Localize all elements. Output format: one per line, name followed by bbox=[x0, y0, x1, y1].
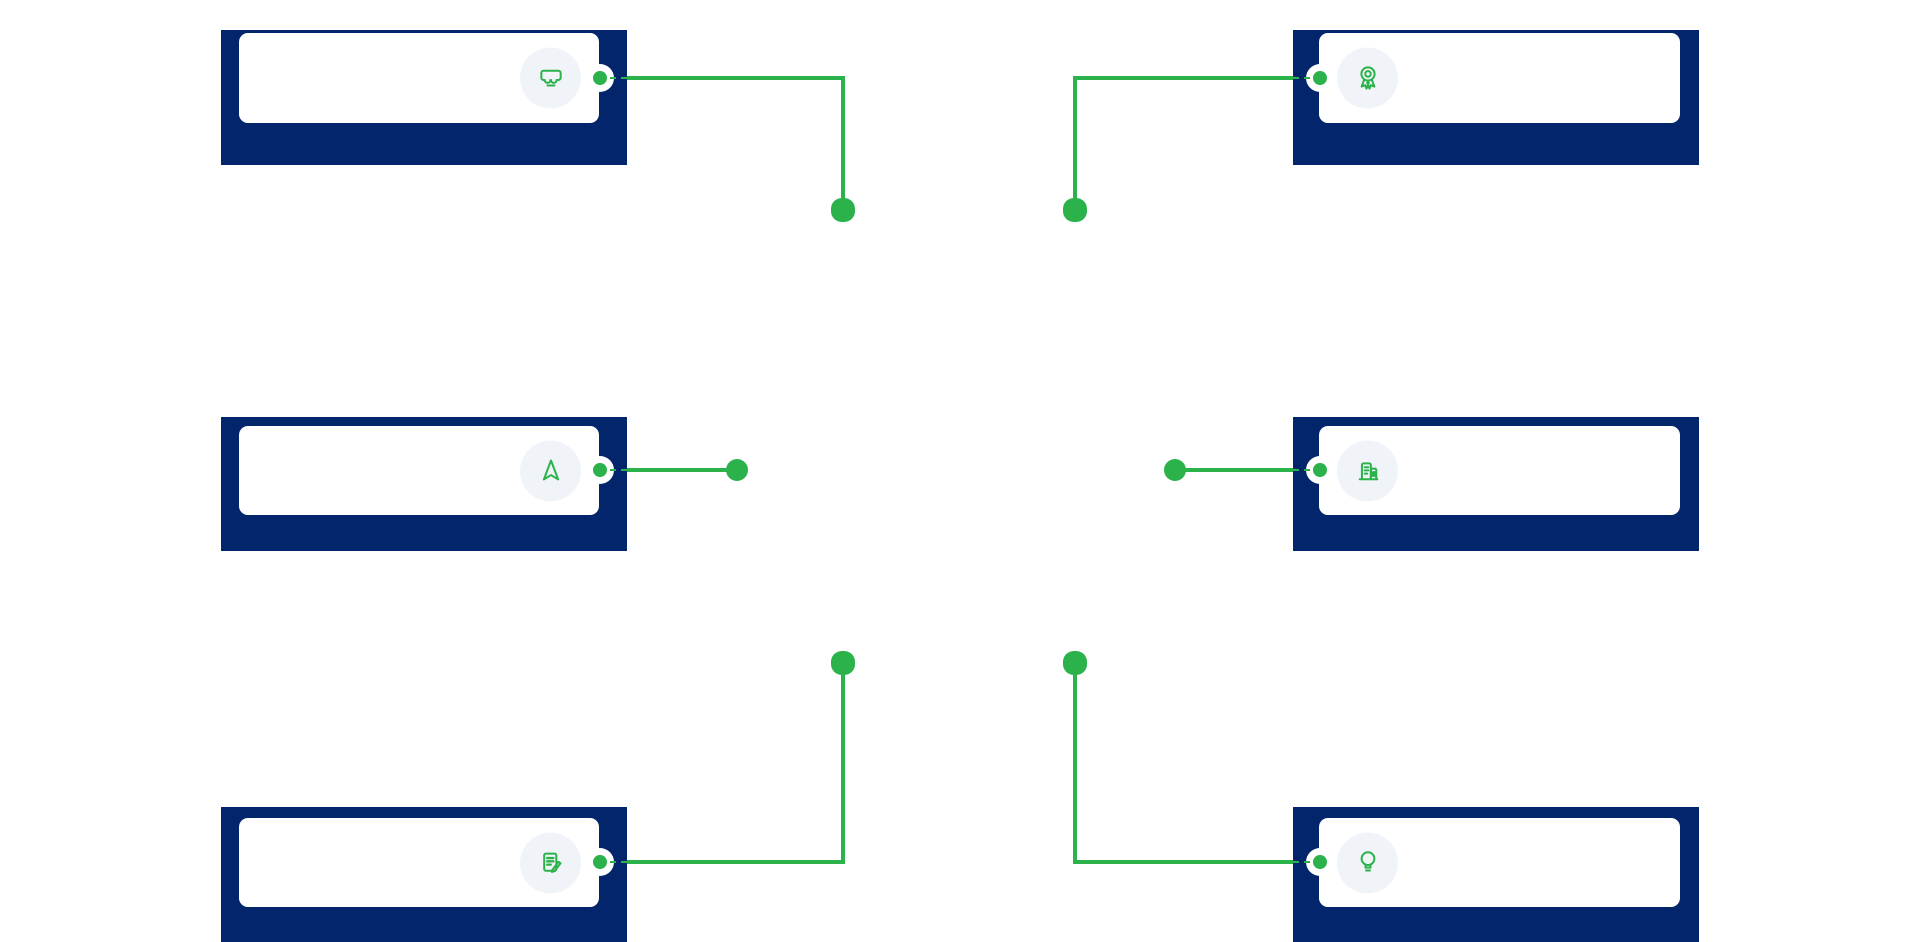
connector-dash bbox=[610, 468, 627, 471]
connector-dash bbox=[610, 76, 627, 79]
node-card bbox=[1319, 33, 1680, 123]
document-edit-icon bbox=[542, 852, 561, 873]
connector-port-dot bbox=[1313, 71, 1327, 85]
office-building-icon bbox=[1358, 462, 1378, 481]
award-medal-icon bbox=[1359, 65, 1376, 90]
connector-dash bbox=[1293, 468, 1310, 471]
connector-port-dot bbox=[593, 463, 607, 477]
node-card bbox=[239, 33, 599, 123]
connector-line bbox=[1077, 76, 1293, 80]
connector-dash bbox=[1293, 860, 1310, 863]
node-card bbox=[1319, 818, 1680, 907]
screen-icon bbox=[539, 69, 562, 87]
node-card bbox=[239, 426, 599, 515]
connector-line bbox=[1073, 673, 1077, 864]
connector-port-dot bbox=[593, 71, 607, 85]
connector-line bbox=[1077, 860, 1293, 864]
connector-line bbox=[627, 860, 843, 864]
connector-end-dot bbox=[831, 651, 855, 675]
connector-line bbox=[627, 468, 728, 472]
icon-circle bbox=[520, 47, 581, 109]
connector-line bbox=[841, 76, 845, 200]
connector-port-dot bbox=[593, 855, 607, 869]
connector-line bbox=[627, 76, 843, 80]
icon-circle bbox=[1337, 440, 1398, 501]
icon-circle bbox=[1337, 47, 1398, 109]
connector-end-dot bbox=[1063, 651, 1087, 675]
icon-circle bbox=[520, 440, 581, 501]
connector-end-dot bbox=[1164, 459, 1186, 481]
connector-line bbox=[1185, 468, 1293, 472]
navigation-arrow-icon bbox=[542, 459, 559, 481]
connector-end-dot bbox=[1063, 198, 1087, 222]
node-card bbox=[239, 818, 599, 907]
connector-dash bbox=[1293, 76, 1310, 79]
connector-line bbox=[841, 673, 845, 864]
icon-circle bbox=[1337, 832, 1398, 893]
node-middle-right bbox=[1293, 417, 1699, 551]
node-bottom-right bbox=[1293, 807, 1699, 942]
node-middle-left bbox=[221, 417, 627, 551]
icon-circle bbox=[520, 832, 581, 893]
connector-end-dot bbox=[726, 459, 748, 481]
connector-dash bbox=[610, 860, 627, 863]
connector-port-dot bbox=[1313, 855, 1327, 869]
node-top-left bbox=[221, 30, 627, 165]
node-card bbox=[1319, 426, 1680, 515]
connector-line bbox=[1073, 76, 1077, 200]
connector-port-dot bbox=[1313, 463, 1327, 477]
connector-end-dot bbox=[831, 198, 855, 222]
node-bottom-left bbox=[221, 807, 627, 942]
lightbulb-icon bbox=[1360, 851, 1375, 872]
node-top-right bbox=[1293, 30, 1699, 165]
